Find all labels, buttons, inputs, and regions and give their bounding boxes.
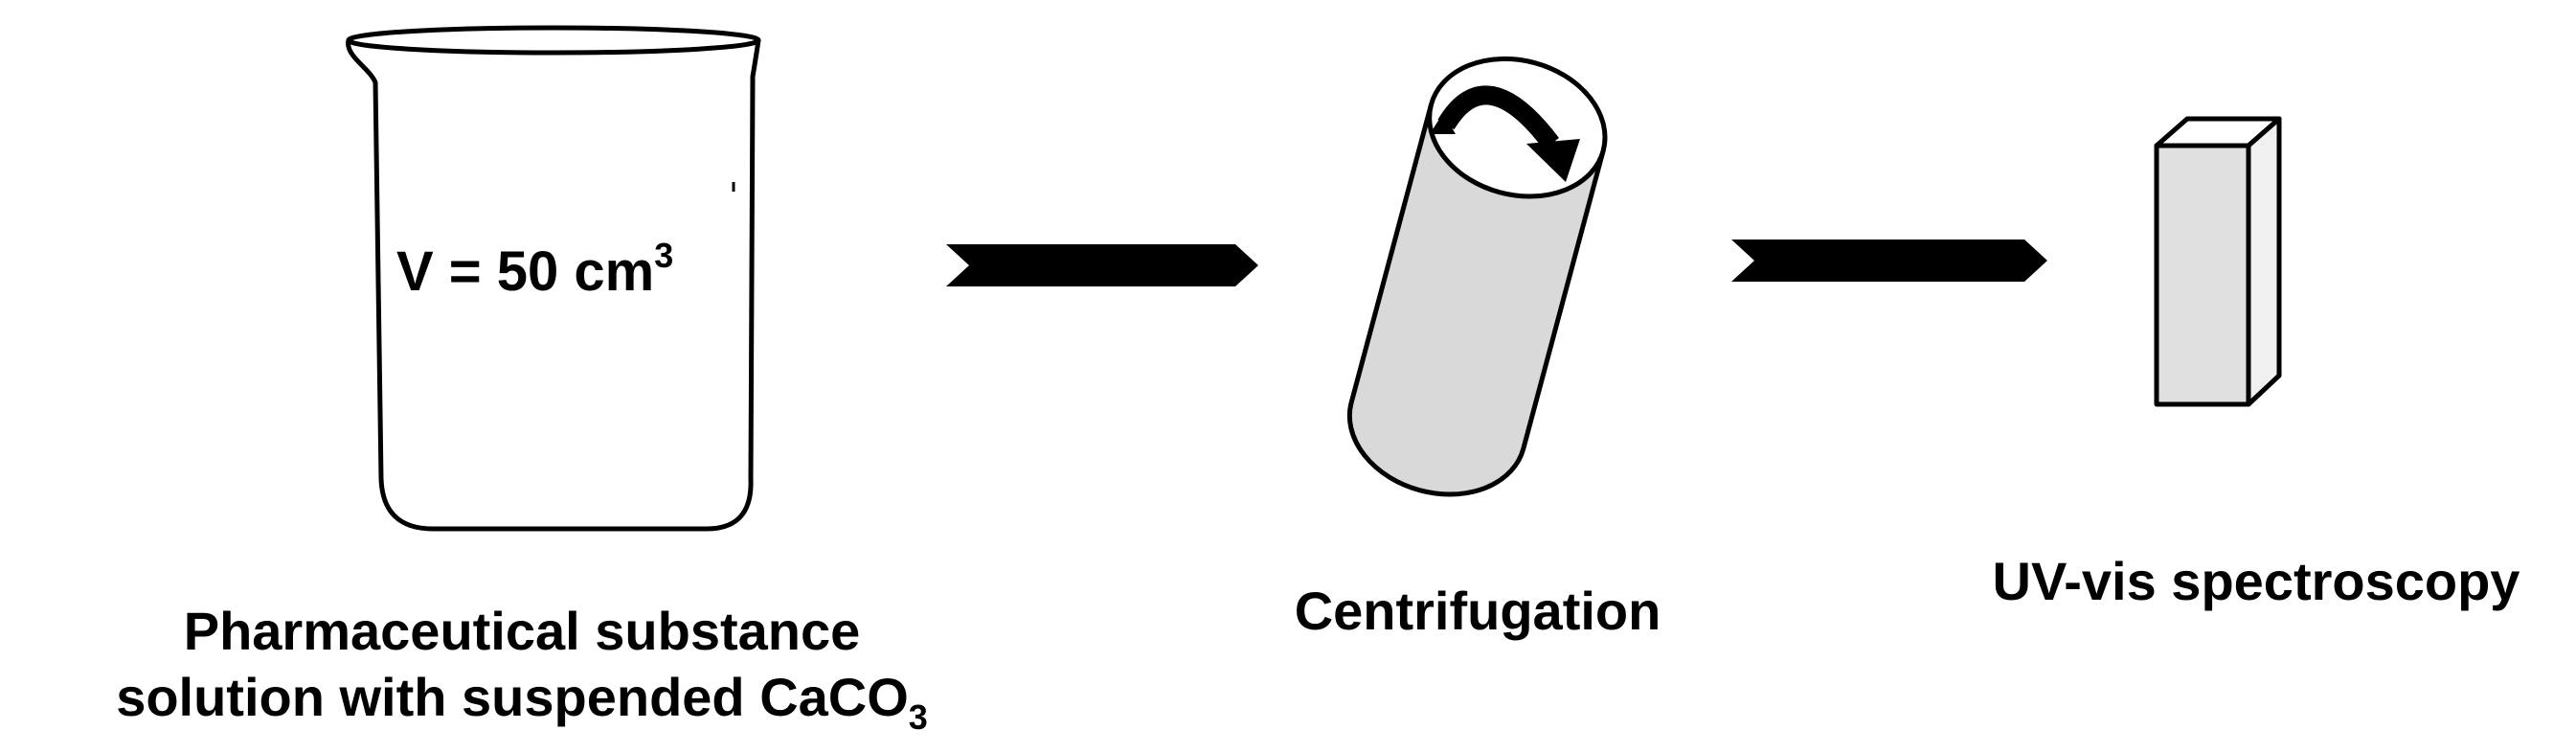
centrifuge-caption: Centrifugation — [1295, 581, 1661, 641]
volume-superscript: 3 — [654, 236, 673, 275]
beaker: V = 50 cm3 — [346, 25, 761, 532]
cuvette-side — [2246, 116, 2282, 407]
cuvette-caption: UV-vis spectroscopy — [1993, 551, 2520, 611]
centrifuge-tube — [1346, 56, 1608, 497]
rotation-arrow-icon — [1430, 85, 1580, 182]
cuvette — [2154, 116, 2282, 407]
beaker-caption-subscript: 3 — [909, 697, 928, 737]
beaker-caption-line2: solution with suspended CaCO3 — [116, 667, 928, 737]
beaker-caption-line2-main: solution with suspended CaCO — [116, 667, 909, 727]
beaker-body — [346, 37, 761, 532]
volume-label: V = 50 cm3 — [396, 236, 673, 303]
beaker-caption-line1: Pharmaceutical substance — [184, 601, 861, 661]
volume-text: V = 50 cm — [396, 240, 654, 303]
beaker-rim — [346, 25, 761, 56]
cuvette-front — [2154, 143, 2251, 407]
tube-body — [1346, 102, 1606, 497]
arrow-1 — [946, 244, 1258, 286]
arrow-2 — [1731, 240, 2047, 282]
